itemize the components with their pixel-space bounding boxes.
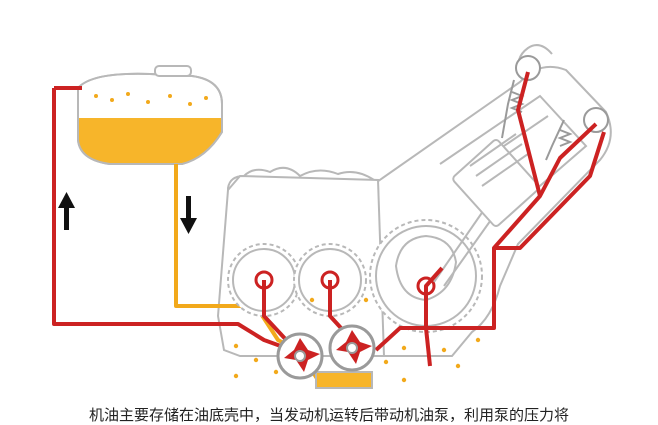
arrow-down-icon — [180, 196, 197, 234]
arrow-up-icon — [58, 192, 75, 230]
oil-level — [78, 118, 222, 164]
tank-cap — [154, 65, 192, 77]
crank-gear — [369, 219, 483, 333]
pressure-oil-line — [52, 71, 606, 367]
oil-tank — [77, 65, 223, 165]
caption-text: 机油主要存储在油底壳中，当发动机运转后带动机油泵，利用泵的压力将 — [88, 406, 569, 424]
piston-assembly — [433, 133, 540, 287]
oil-pump-right — [328, 324, 376, 372]
oil-drops — [233, 297, 481, 383]
valves — [501, 55, 609, 161]
oil-pump-left — [276, 332, 324, 380]
oil-pan — [315, 371, 373, 389]
